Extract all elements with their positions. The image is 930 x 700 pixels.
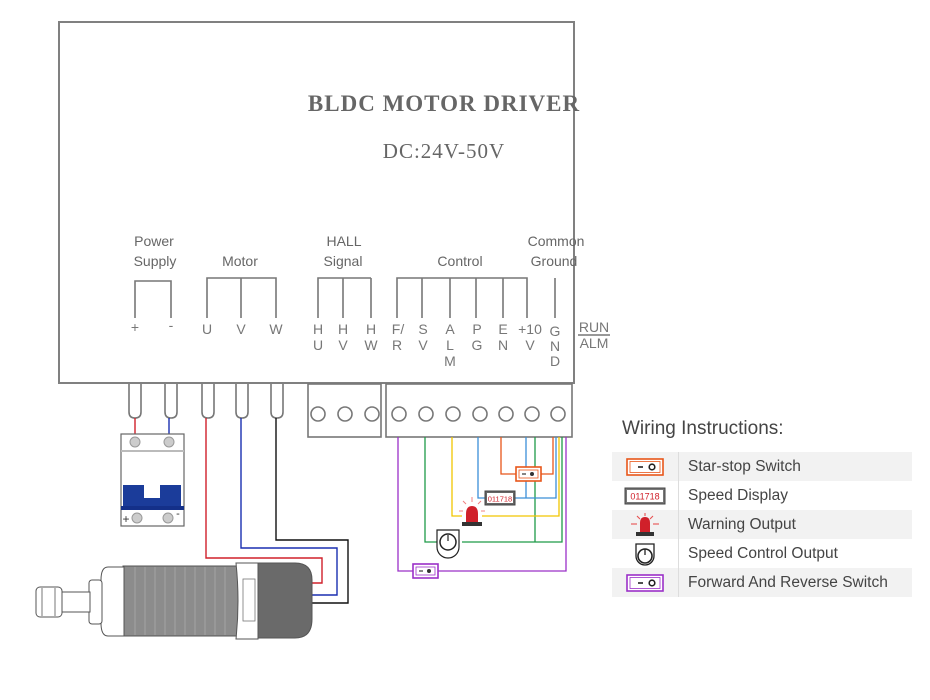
terminal-hall-hu-2: U (313, 337, 323, 353)
speed-display: 011718 (484, 490, 516, 506)
group-label-hall-1: HALL (326, 233, 361, 249)
terminal-hall-hv-2: V (338, 337, 348, 353)
wiring-legend: Wiring Instructions: Star-stop Switch 01… (612, 412, 912, 597)
wire-motor-v (240, 418, 338, 596)
breaker-plus-label: + (122, 512, 129, 526)
group-label-ground-1: Common (528, 233, 585, 249)
terminal-sv-1: S (418, 321, 427, 337)
driver-title: BLDC MOTOR DRIVER (308, 91, 580, 116)
indicator-alm: ALM (580, 335, 609, 351)
speed-display-value: 011718 (488, 495, 512, 504)
indicator-run: RUN (579, 319, 609, 335)
start-stop-switch (515, 466, 542, 482)
warning-light (459, 497, 485, 526)
group-label-hall-2: Signal (324, 253, 363, 269)
legend-row-start-stop: Star-stop Switch (612, 452, 912, 481)
terminal-en-1: E (498, 321, 507, 337)
legend-row-forward-reverse: Forward And Reverse Switch (612, 568, 912, 597)
forward-reverse-switch (412, 563, 439, 579)
terminal-pg-1: P (472, 321, 481, 337)
terminal-10v-1: +10 (518, 321, 542, 337)
terminal-motor-u: U (202, 321, 212, 337)
terminal-power-pos: + (131, 319, 139, 335)
terminal-alm-1: A (445, 321, 455, 337)
legend-row-warning: Warning Output (612, 510, 912, 539)
legend-label: Warning Output (688, 515, 796, 533)
terminal-gnd-2: N (550, 338, 560, 354)
control-screws (391, 406, 566, 422)
driver-enclosure (58, 21, 575, 384)
terminal-en-2: N (498, 337, 508, 353)
legend-label: Speed Control Output (688, 544, 838, 562)
legend-title: Wiring Instructions: (622, 418, 784, 439)
terminal-brackets (134, 277, 556, 318)
wire-motor-w (275, 418, 349, 604)
group-label-power-2: Supply (134, 253, 177, 269)
terminal-motor-v: V (236, 321, 246, 337)
terminal-10v-2: V (525, 337, 535, 353)
wire-alarm (451, 437, 560, 517)
warning-light-icon (612, 510, 679, 539)
terminal-power-neg: - (169, 317, 174, 333)
group-label-ground-2: Ground (531, 253, 578, 269)
driver-voltage: DC:24V-50V (383, 139, 505, 163)
breaker-minus-label: - (176, 508, 180, 520)
terminal-hall-hw-2: W (364, 337, 378, 353)
spindle-motor (35, 562, 313, 640)
legend-row-potentiometer: Speed Control Output (612, 539, 912, 568)
legend-label: Star-stop Switch (688, 457, 801, 475)
wire-sleeves (128, 384, 284, 419)
legend-label: Speed Display (688, 486, 788, 504)
potentiometer-icon (612, 539, 679, 568)
start-stop-switch-icon (612, 452, 679, 481)
terminal-fr-2: R (392, 337, 402, 353)
legend-row-speed-display: 011718 Speed Display (612, 481, 912, 510)
hall-screws (310, 406, 380, 422)
circuit-breaker: + - (120, 433, 185, 527)
speed-display-icon: 011718 (612, 481, 679, 510)
terminal-motor-w: W (269, 321, 283, 337)
wire-forward-reverse (397, 437, 567, 572)
terminal-sv-2: V (418, 337, 428, 353)
terminal-alm-2: L (446, 337, 454, 353)
legend-label: Forward And Reverse Switch (688, 573, 888, 591)
wire-enable (500, 437, 554, 475)
legend-speed-display-value: 011718 (630, 491, 659, 501)
group-label-motor: Motor (222, 253, 258, 269)
terminal-alm-3: M (444, 353, 456, 369)
terminal-hall-hw-1: H (366, 321, 376, 337)
terminal-fr-1: F/ (392, 321, 405, 337)
terminal-pg-2: G (472, 337, 483, 353)
group-label-power-1: Power (134, 233, 174, 249)
wire-motor-u (205, 418, 323, 584)
terminal-gnd-1: G (550, 323, 561, 339)
terminal-hall-hu-1: H (313, 321, 323, 337)
terminal-hall-hv-1: H (338, 321, 348, 337)
terminal-gnd-3: D (550, 353, 560, 369)
wire-speed-control (424, 437, 563, 543)
potentiometer (436, 529, 460, 559)
forward-reverse-switch-icon (612, 568, 679, 597)
group-label-control: Control (437, 253, 482, 269)
